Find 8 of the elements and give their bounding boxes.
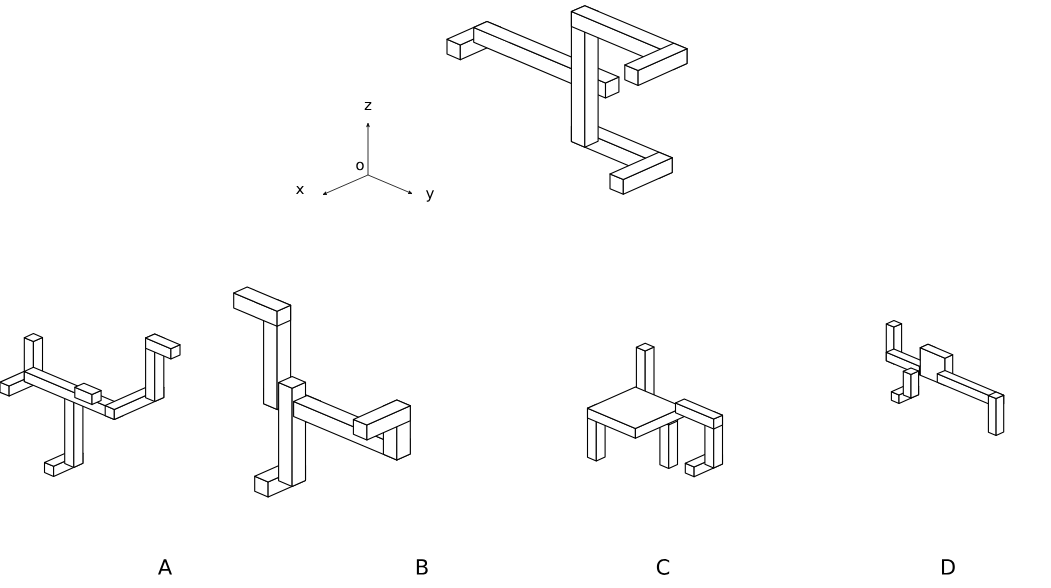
axis-label: o [356, 161, 364, 171]
axis-label: z [364, 101, 372, 111]
axis-label: x [296, 185, 304, 195]
option-label: B [416, 559, 428, 575]
option-label: D [942, 559, 955, 575]
option-label: C [656, 559, 670, 575]
option-label: A [158, 559, 172, 575]
axis-label: y [426, 190, 434, 202]
